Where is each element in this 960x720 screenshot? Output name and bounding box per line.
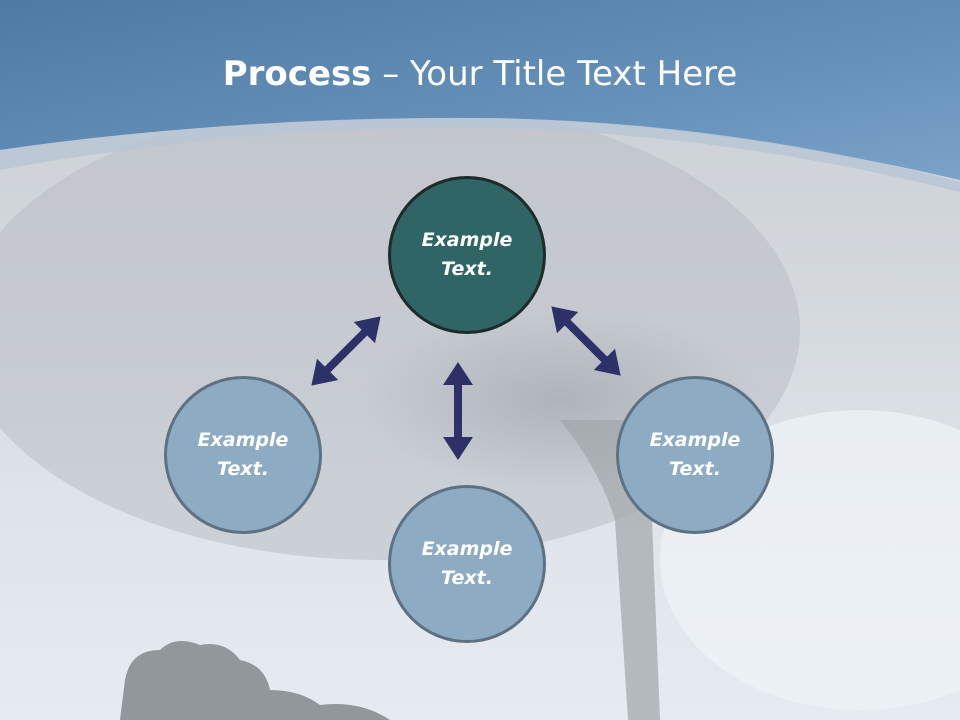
header-light-arc	[0, 117, 960, 192]
title-bold: Process	[222, 54, 372, 94]
node-right: Example Text.	[616, 376, 774, 534]
title-rest: – Your Title Text Here	[371, 54, 738, 94]
tree-silhouette	[120, 641, 390, 720]
node-top: Example Text.	[388, 176, 546, 334]
node-bottom-label: Example Text.	[421, 538, 513, 589]
node-left: Example Text.	[164, 376, 322, 534]
node-left-label: Example Text.	[197, 429, 289, 480]
tornado-funnel	[560, 420, 690, 720]
double-arrow-left	[311, 316, 381, 386]
double-arrow-right	[551, 306, 621, 376]
double-arrow-vertical	[443, 362, 473, 460]
node-bottom: Example Text.	[388, 485, 546, 643]
node-right-label: Example Text.	[649, 429, 741, 480]
slide-title: Process – Your Title Text Here	[0, 52, 960, 96]
node-top-label: Example Text.	[421, 229, 513, 280]
